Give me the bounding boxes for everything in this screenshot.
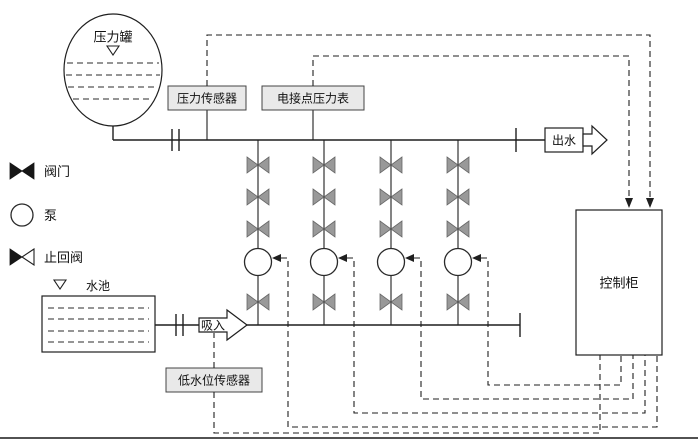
suction-inlet: 吸入: [198, 308, 248, 342]
check-valve-icon: [9, 248, 23, 266]
valve-icon: [379, 293, 403, 311]
water-outlet-label: 出水: [552, 134, 576, 148]
pump-branch-2: [309, 140, 339, 325]
valve-icon: [312, 188, 336, 206]
arrow-down-icon: [646, 198, 654, 208]
sensor-line: [213, 355, 601, 434]
legend-check-valve-label: 止回阀: [44, 250, 83, 265]
pump-branch-4: [443, 140, 473, 325]
tank-body: [63, 13, 163, 127]
water-level-icon: [105, 45, 121, 56]
pressure-tank-label: 压力罐: [93, 30, 132, 45]
pump-icon: [309, 247, 339, 277]
pressure-sensor-text: 压力传感器: [177, 91, 237, 106]
pump-icon: [376, 247, 406, 277]
arrow-down-icon: [625, 198, 633, 208]
pool-body: [41, 295, 156, 353]
valve-icon: [446, 156, 470, 174]
legend-item-pump: 泵: [10, 203, 57, 227]
outlet-pipe: [113, 110, 545, 152]
low-water-level-sensor-label: 低水位传感器: [165, 367, 263, 393]
control-line: [414, 257, 634, 400]
suction-arrow-icon: [198, 308, 248, 342]
outlet-arrow-icon: [582, 124, 608, 156]
control-cabinet-label: 控制柜: [599, 276, 638, 291]
pump-icon: [10, 203, 34, 227]
outlet-label-box: [544, 127, 584, 153]
valve-icon: [9, 162, 35, 180]
valve-icon: [246, 156, 270, 174]
pressure-sensor-label: 压力传感器: [167, 85, 247, 111]
control-line: [481, 257, 622, 386]
arrow-left-icon: [272, 254, 281, 262]
contact-pressure-gauge-label: 电接点压力表: [261, 85, 365, 111]
signal-line: [312, 55, 630, 206]
valve-icon: [446, 188, 470, 206]
signal-line: [206, 34, 651, 206]
pressure-sensor-box: [167, 85, 247, 111]
arrow-left-icon: [405, 254, 414, 262]
pump-icon: [443, 247, 473, 277]
low-level-sensor-text: 低水位传感器: [178, 373, 250, 388]
check-valve-icon: [312, 220, 336, 238]
legend-item-valve: 阀门: [9, 162, 70, 180]
water-outlet: 出水: [544, 124, 608, 156]
valve-icon: [312, 156, 336, 174]
control-line: [281, 257, 658, 428]
valve-icon: [446, 293, 470, 311]
legend-valve-label: 阀门: [44, 164, 70, 179]
check-valve-icon: [379, 220, 403, 238]
legend-item-check-valve: 止回阀: [9, 247, 83, 267]
check-valve-icon: [446, 220, 470, 238]
legend: 阀门 泵 止回阀: [9, 162, 83, 267]
contact-gauge-box: [261, 85, 365, 111]
water-pool: 水池: [41, 279, 156, 353]
valve-icon: [312, 293, 336, 311]
legend-pump-label: 泵: [44, 208, 57, 223]
pump-branch-3: [376, 140, 406, 325]
valve-icon: [246, 188, 270, 206]
pump-branch-1: [243, 140, 273, 325]
check-valve-icon: [246, 220, 270, 238]
valve-icon: [246, 293, 270, 311]
valve-icon: [379, 156, 403, 174]
valve-icon: [379, 188, 403, 206]
control-cabinet: 控制柜: [575, 209, 663, 356]
suction-label: 吸入: [201, 319, 225, 333]
check-valve-icon: [21, 247, 35, 267]
pressure-tank: 压力罐: [63, 13, 163, 140]
control-cabinet-box: [575, 209, 663, 356]
control-wiring: [206, 34, 658, 434]
contact-gauge-text: 电接点压力表: [277, 91, 349, 106]
arrow-left-icon: [338, 254, 347, 262]
pump-icon: [243, 247, 273, 277]
arrow-left-icon: [472, 254, 481, 262]
control-line: [347, 257, 646, 414]
water-level-icon: [52, 279, 68, 290]
water-pool-label: 水池: [86, 279, 110, 293]
